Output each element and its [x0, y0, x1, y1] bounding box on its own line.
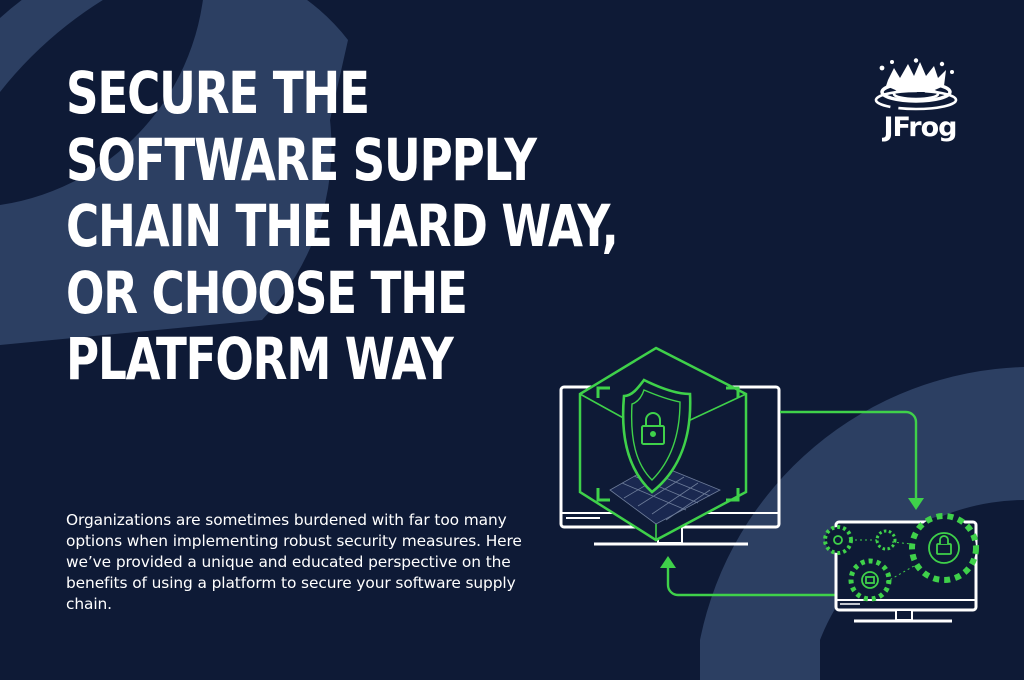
title-line-3: CHAIN THE HARD WAY,: [66, 192, 619, 260]
flow-arrow-left: [660, 556, 836, 597]
jfrog-splash-logo-icon: [874, 58, 958, 111]
page-title: SECURE THE SOFTWARE SUPPLY CHAIN THE HAR…: [66, 59, 619, 393]
top-left-arc-band: [0, 0, 348, 345]
title-line-2: SOFTWARE SUPPLY: [66, 125, 537, 194]
top-left-arc: [0, 0, 104, 92]
gear-lock-icon: [823, 513, 979, 602]
brand-wordmark: JFrog: [883, 112, 958, 143]
intro-paragraph: Organizations are sometimes burdened wit…: [66, 511, 522, 613]
title-line-1: SECURE THE: [66, 59, 370, 127]
flow-arrow-right: [780, 410, 924, 510]
shield-lock-icon: [578, 346, 748, 542]
title-line-5: PLATFORM WAY: [66, 325, 454, 393]
title-line-4: OR CHOOSE THE: [66, 258, 468, 327]
security-illustration: [559, 346, 979, 623]
